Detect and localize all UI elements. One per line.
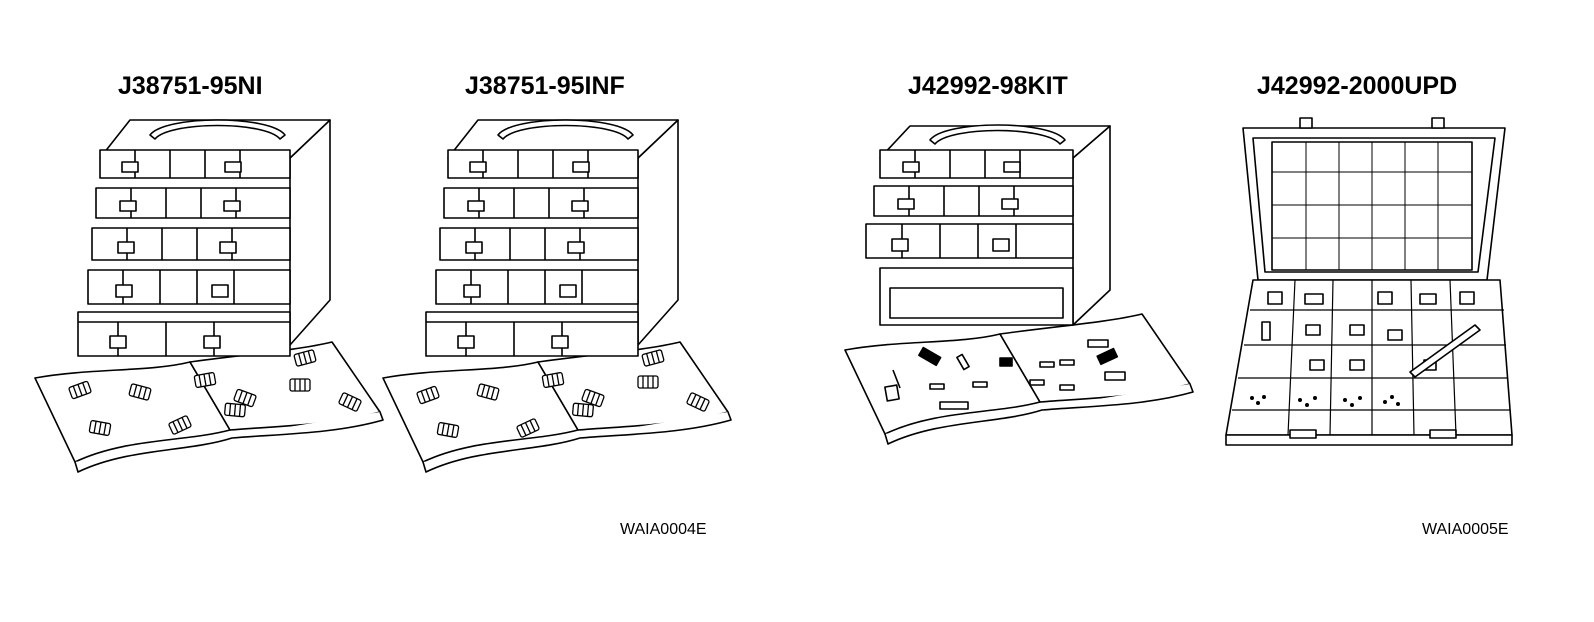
kit-title-2: J38751-95INF [465, 72, 625, 100]
kit-title-3: J42992-98KIT [908, 72, 1068, 100]
figure-code-left: WAIA0004E [620, 521, 707, 538]
kit-title-4: J42992-2000UPD [1257, 72, 1458, 100]
cabinet-1 [34, 119, 384, 473]
cabinet-3 [845, 125, 1193, 444]
cabinet-2 [382, 119, 732, 473]
figure-code-right: WAIA0005E [1422, 521, 1509, 538]
organizer-case [1226, 118, 1512, 445]
kit-title-1: J38751-95NI [118, 72, 263, 100]
